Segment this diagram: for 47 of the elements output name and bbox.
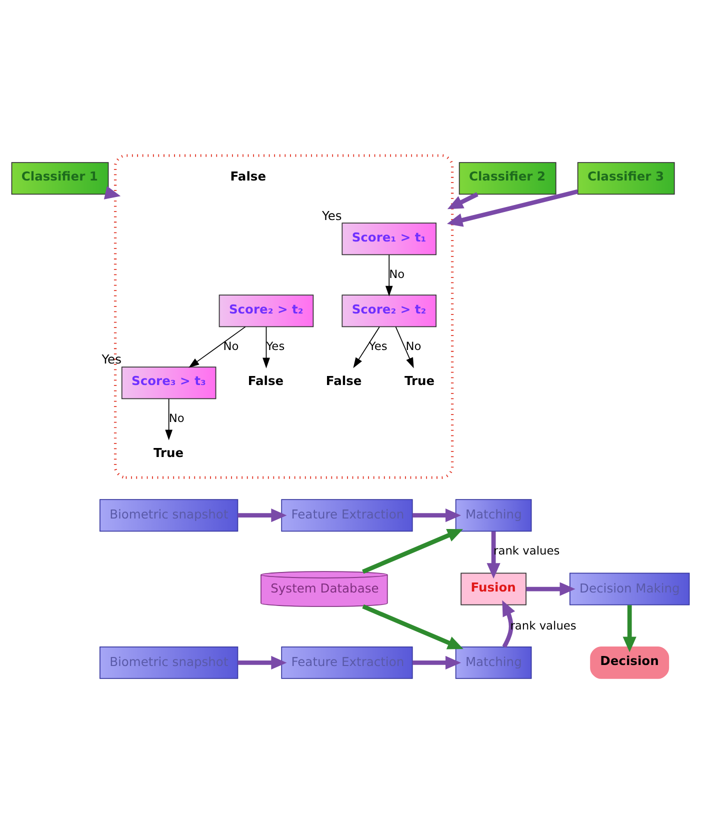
node-box: Biometric snapshot bbox=[100, 498, 238, 532]
arrow bbox=[238, 508, 287, 522]
arrow bbox=[362, 604, 464, 649]
arrow bbox=[502, 600, 516, 648]
node-label: Yes bbox=[102, 352, 122, 366]
arrow bbox=[353, 326, 380, 368]
arrow bbox=[412, 655, 462, 669]
node-text: False bbox=[326, 374, 362, 388]
node-box: Feature Extraction bbox=[281, 646, 413, 678]
edge-label: Yes bbox=[368, 338, 388, 352]
arrow bbox=[526, 582, 576, 596]
node-box: Matching bbox=[455, 646, 532, 678]
arrow bbox=[238, 655, 287, 669]
arrow bbox=[362, 528, 464, 574]
arrow bbox=[188, 326, 246, 368]
node-text: False bbox=[230, 169, 266, 184]
node-box: Score₂ > t₂ bbox=[342, 294, 436, 327]
node-box: Matching bbox=[455, 498, 532, 532]
node-box: Classifier 2 bbox=[458, 162, 556, 194]
node-text: True bbox=[153, 446, 184, 460]
node-text: False bbox=[248, 374, 284, 388]
edge-label: Yes bbox=[266, 338, 285, 352]
edge-label: No bbox=[223, 338, 239, 352]
node-label: Yes bbox=[322, 208, 342, 222]
edge-label: No bbox=[406, 338, 422, 352]
edge-label: No bbox=[389, 266, 405, 280]
arrow bbox=[446, 188, 578, 226]
node-box: Fusion bbox=[460, 572, 526, 605]
node-box: Biometric snapshot bbox=[100, 646, 238, 678]
arrow bbox=[486, 531, 500, 578]
node-box: Decision Making bbox=[569, 572, 690, 605]
arrow bbox=[104, 186, 121, 199]
arrow bbox=[447, 192, 478, 209]
node-box: Classifier 3 bbox=[577, 162, 675, 194]
edge-label: No bbox=[168, 410, 184, 424]
node-text: True bbox=[404, 374, 435, 388]
arrow bbox=[385, 254, 393, 296]
arrow bbox=[262, 326, 270, 368]
arrow bbox=[622, 604, 636, 652]
arrow bbox=[412, 508, 462, 522]
node-box: Score₃ > t₃ bbox=[121, 366, 216, 399]
node-box: Decision bbox=[590, 646, 670, 678]
node-box: Score₁ > t₁ bbox=[342, 222, 436, 255]
node-box: Score₂ > t₂ bbox=[218, 294, 314, 327]
arrow bbox=[165, 398, 173, 440]
arrow bbox=[395, 326, 414, 368]
node-box: Feature Extraction bbox=[281, 498, 413, 532]
